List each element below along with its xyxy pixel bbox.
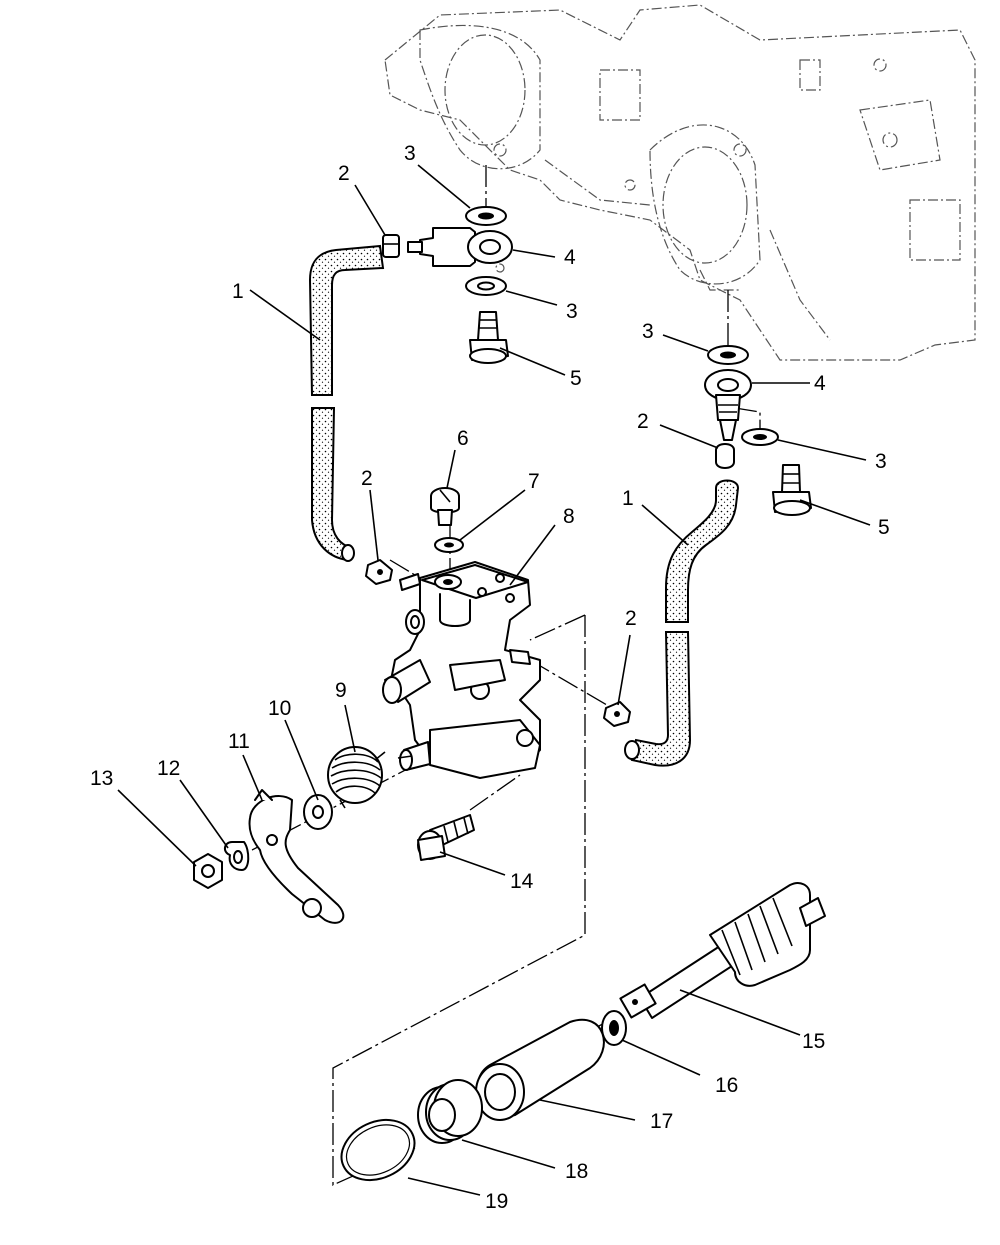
- shaft-spring: [417, 1079, 483, 1144]
- callout-12: 12: [157, 757, 180, 780]
- callout-3-right: 3: [875, 450, 887, 473]
- bleed-screw: [430, 487, 464, 553]
- callout-2-top: 2: [338, 162, 350, 185]
- callout-17: 17: [650, 1110, 673, 1133]
- callout-8: 8: [563, 505, 575, 528]
- callout-4-upper: 4: [564, 246, 576, 269]
- callout-10: 10: [268, 697, 291, 720]
- lever-nut: [193, 853, 223, 889]
- callout-19: 19: [485, 1190, 508, 1213]
- callout-6: 6: [457, 427, 469, 450]
- callout-16: 16: [715, 1074, 738, 1097]
- callout-4-right: 4: [814, 372, 826, 395]
- callout-5-upper: 5: [570, 367, 582, 390]
- right-oil-hose: [624, 479, 740, 767]
- left-oil-hose: [308, 244, 385, 562]
- pump-drive-gear: [619, 882, 826, 1019]
- shaft-bushing: [475, 1018, 605, 1121]
- callout-5-right: 5: [878, 516, 890, 539]
- callout-2-right-top: 2: [637, 410, 649, 433]
- callout-11: 11: [228, 730, 250, 753]
- callout-1-right: 1: [622, 487, 634, 510]
- callout-leaders: [117, 164, 871, 1196]
- snap-ring: [340, 1118, 416, 1182]
- callout-3-top: 3: [404, 142, 416, 165]
- callout-2-middle: 2: [361, 467, 373, 490]
- pump-hose-clamps: [365, 559, 631, 727]
- return-spring: [327, 746, 386, 809]
- callout-9: 9: [335, 679, 347, 702]
- oil-pump-body: [382, 561, 541, 779]
- shaft-washer: [601, 1010, 627, 1046]
- callout-1-left: 1: [232, 280, 244, 303]
- callout-3-right-top: 3: [642, 320, 654, 343]
- callout-18: 18: [565, 1160, 588, 1183]
- upper-banjo-fitting: [382, 206, 513, 364]
- callout-14: 14: [510, 870, 534, 893]
- pump-mounting-bolt: [417, 814, 475, 861]
- callout-2-right-lower: 2: [625, 607, 637, 630]
- control-lever: [248, 789, 345, 924]
- callout-15: 15: [802, 1030, 825, 1053]
- callout-13: 13: [90, 767, 113, 790]
- lever-washer: [303, 794, 333, 830]
- callout-3-upper-lower: 3: [566, 300, 578, 323]
- callout-7: 7: [528, 470, 540, 493]
- right-banjo-fitting: [704, 345, 812, 516]
- cylinder-block-outline: [384, 4, 976, 361]
- callout-labels: 1 2 3 4 3 5 3 4 2 3 5 1 6 7 8 2 2 9 10 1…: [90, 142, 890, 1213]
- lock-washer: [224, 841, 250, 871]
